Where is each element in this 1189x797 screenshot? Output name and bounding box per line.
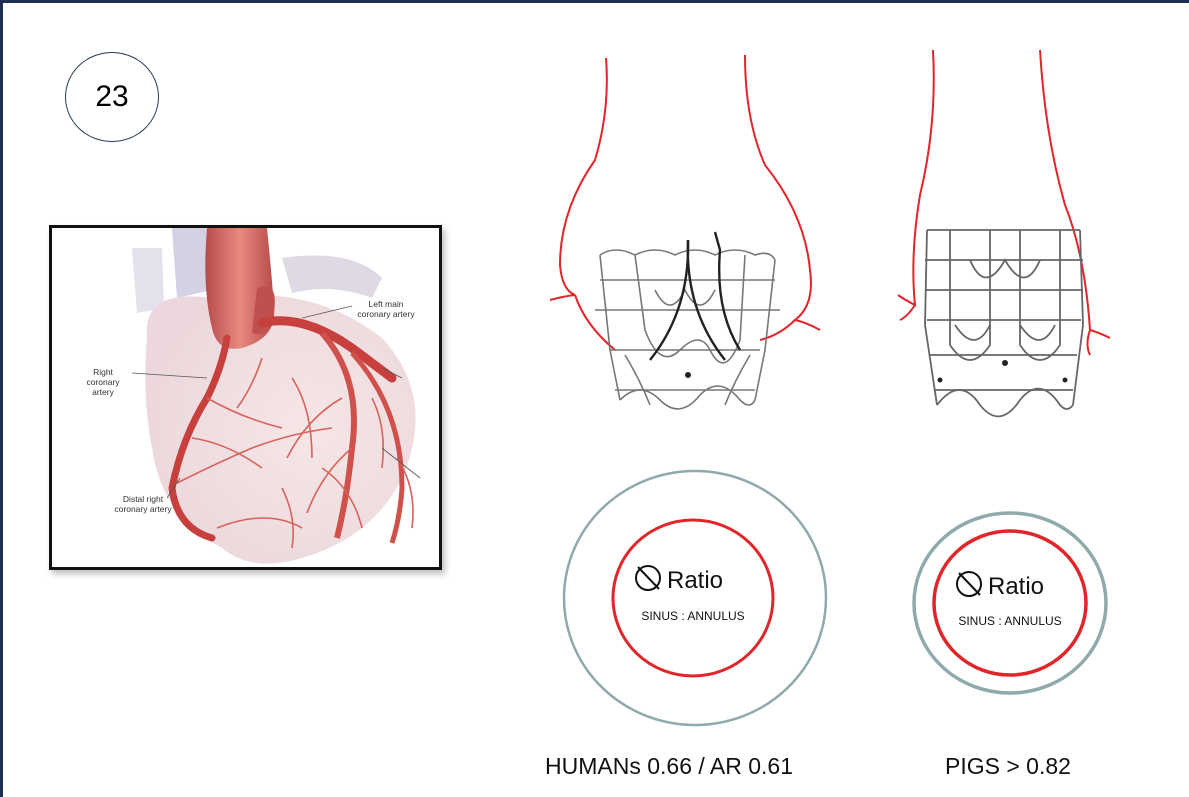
sinus-ring-pig — [914, 513, 1106, 693]
slide-number: 23 — [95, 80, 128, 114]
ratio-circle-pig: Ratio SINUS : ANNULUS — [910, 508, 1110, 698]
annulus-ring-pig — [934, 531, 1086, 675]
coronary-anatomy-figure: Left main coronary artery Right coronary… — [49, 225, 442, 570]
ratio-word-pig: Ratio — [988, 573, 1044, 600]
caption-pigs: PIGS > 0.82 — [945, 753, 1071, 780]
ratio-circle-human: Ratio SINUS : ANNULUS — [560, 467, 830, 729]
valve-stent-pig — [895, 45, 1125, 445]
aortic-root-outline — [550, 55, 820, 350]
ratio-sub-human: SINUS : ANNULUS — [641, 609, 744, 623]
stent-frame-pig — [925, 230, 1083, 416]
heart-illustration — [52, 228, 442, 570]
label-left-main-coronary: Left main coronary artery — [356, 299, 416, 319]
sinus-ring — [564, 471, 826, 725]
caption-humans: HUMANs 0.66 / AR 0.61 — [545, 753, 793, 780]
diameter-icon — [636, 566, 660, 590]
ratio-word-human: Ratio — [667, 567, 723, 594]
annulus-ring — [613, 520, 773, 676]
label-right-coronary: Right coronary artery — [78, 367, 128, 397]
label-distal-right-coronary: Distal right coronary artery — [113, 494, 173, 514]
slide-number-badge: 23 — [65, 52, 159, 142]
ratio-sub-pig: SINUS : ANNULUS — [958, 614, 1061, 628]
aortic-root-outline-pig — [898, 50, 1110, 355]
diameter-icon-pig — [957, 572, 981, 596]
valve-stent-human — [540, 50, 840, 450]
